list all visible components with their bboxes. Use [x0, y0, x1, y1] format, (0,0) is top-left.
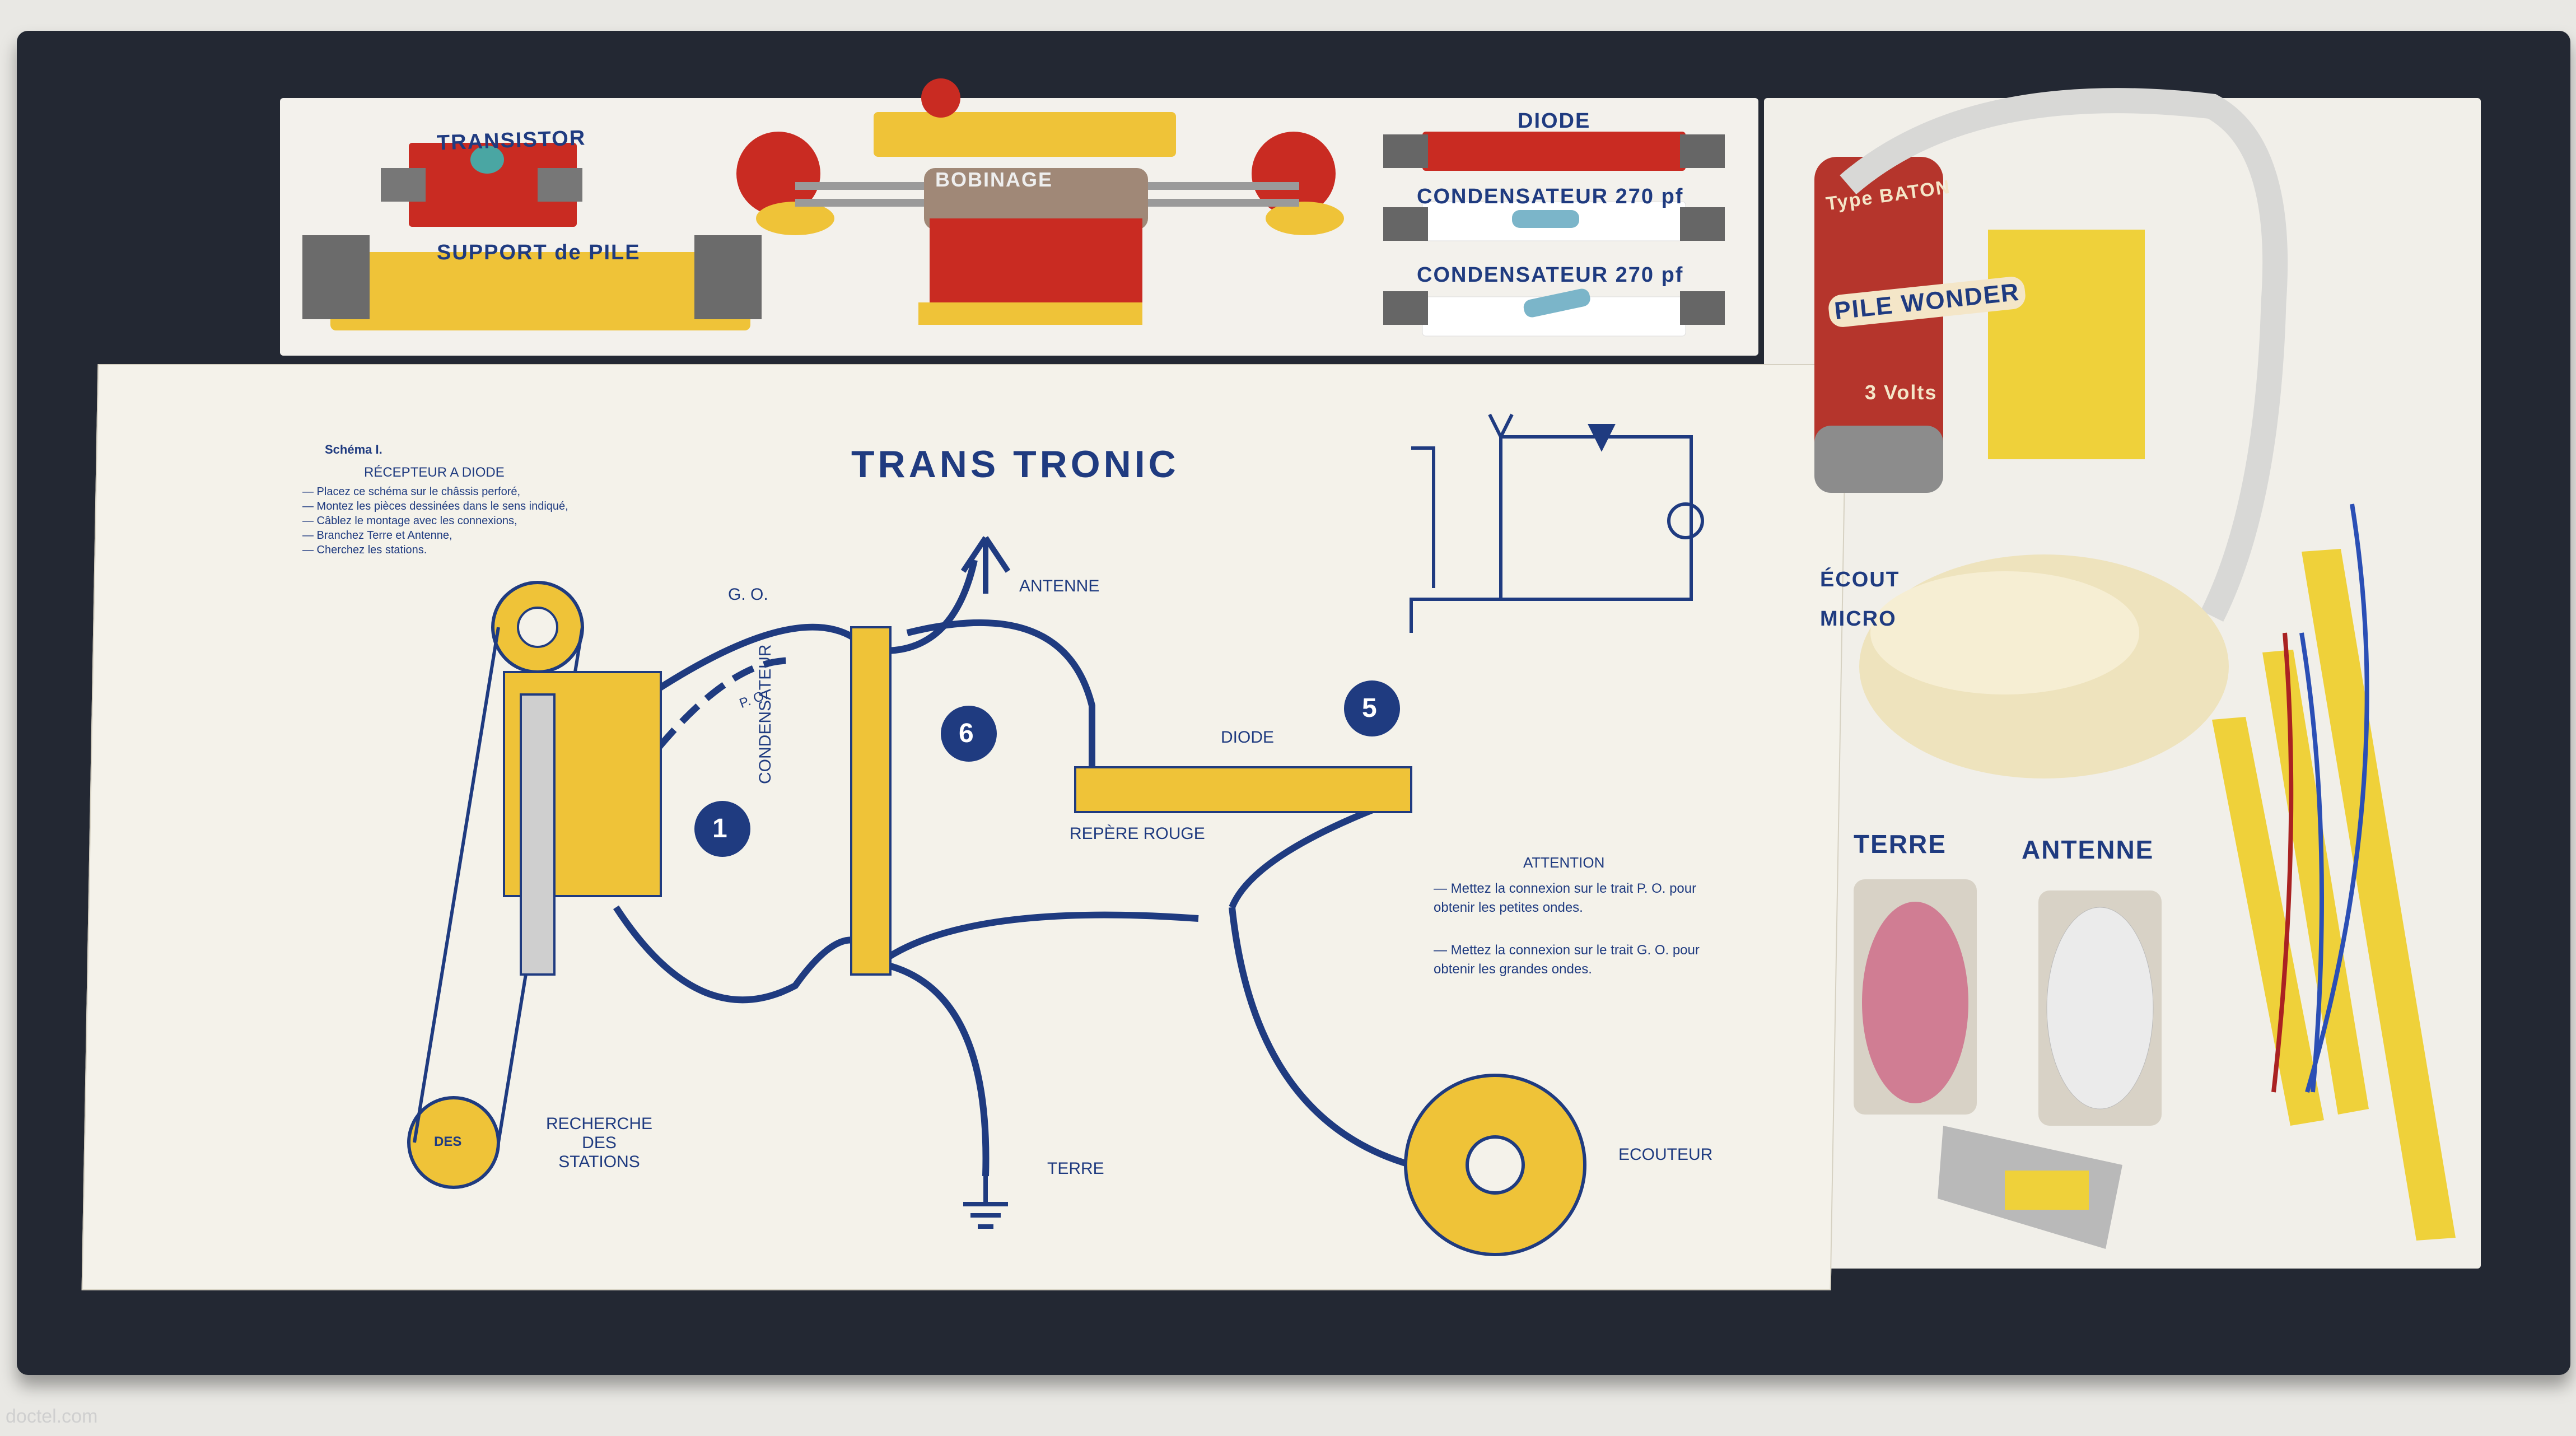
watermark: doctel.com	[6, 1406, 98, 1427]
step-item: — Câblez le montage avec les connexions,	[302, 515, 517, 527]
badge-1: 1	[712, 814, 727, 843]
coil	[924, 168, 1148, 230]
attention-1: — Mettez la connexion sur le trait P. O.…	[1434, 881, 1697, 915]
knob-left	[736, 132, 820, 216]
battery-support-board	[330, 252, 750, 330]
label-des: DES	[434, 1134, 462, 1149]
label-support-pile: SUPPORT de PILE	[437, 241, 641, 264]
label-repere: REPÈRE ROUGE	[1070, 824, 1205, 843]
label-antenne-tray: ANTENNE	[2022, 835, 2154, 864]
label-go: G. O.	[728, 585, 768, 604]
badge-5: 5	[1362, 693, 1377, 723]
schema-subtitle: RÉCEPTEUR A DIODE	[364, 465, 505, 480]
attention-2: — Mettez la connexion sur le trait G. O.…	[1434, 943, 1700, 977]
schema-steps: — Placez ce schéma sur le châssis perfor…	[302, 484, 706, 557]
schematic-condensateur	[850, 626, 892, 976]
badge-6: 6	[959, 719, 974, 748]
coil-board	[930, 218, 1142, 314]
yellow-sticker-1	[1988, 230, 2145, 459]
step-item: — Placez ce schéma sur le châssis perfor…	[302, 486, 521, 498]
step-item: — Branchez Terre et Antenne,	[302, 529, 452, 542]
step-item: — Montez les pièces dessinées dans le se…	[302, 500, 568, 512]
battery-voltage: 3 Volts	[1865, 381, 1938, 404]
label-condensateur-1: CONDENSATEUR 270 pf	[1417, 185, 1684, 208]
label-condensateur-2: CONDENSATEUR 270 pf	[1417, 263, 1684, 287]
label-diode-top: DIODE	[1518, 109, 1591, 133]
attention-title: ATTENTION	[1523, 854, 1605, 871]
label-ecouteur-sheet: ECOUTEUR	[1618, 1145, 1713, 1164]
label-bobinage: BOBINAGE	[935, 168, 1053, 191]
knob-right	[1252, 132, 1336, 216]
diode-board	[1422, 132, 1686, 171]
label-condensateur-sheet: CONDENSATEUR	[756, 644, 774, 784]
label-antenne-sheet: ANTENNE	[1019, 577, 1100, 595]
headphone-band	[1840, 88, 2288, 622]
label-diode-sheet: DIODE	[1221, 728, 1275, 747]
schematic-diode	[1074, 766, 1412, 813]
step-item: — Cherchez les stations.	[302, 544, 427, 556]
label-terre-sheet: TERRE	[1047, 1159, 1104, 1178]
label-ecouteur-micro: ÉCOUTEUR MICRO	[1820, 568, 1898, 631]
battery	[1814, 157, 1943, 493]
schema-number: Schéma I.	[325, 442, 382, 456]
label-recherche: RECHERCHE DES STATIONS	[545, 1115, 653, 1171]
label-terre-tray: TERRE	[1854, 829, 1947, 859]
sheet-title: TRANS TRONIC	[851, 443, 1179, 486]
transistor-board	[409, 143, 577, 227]
